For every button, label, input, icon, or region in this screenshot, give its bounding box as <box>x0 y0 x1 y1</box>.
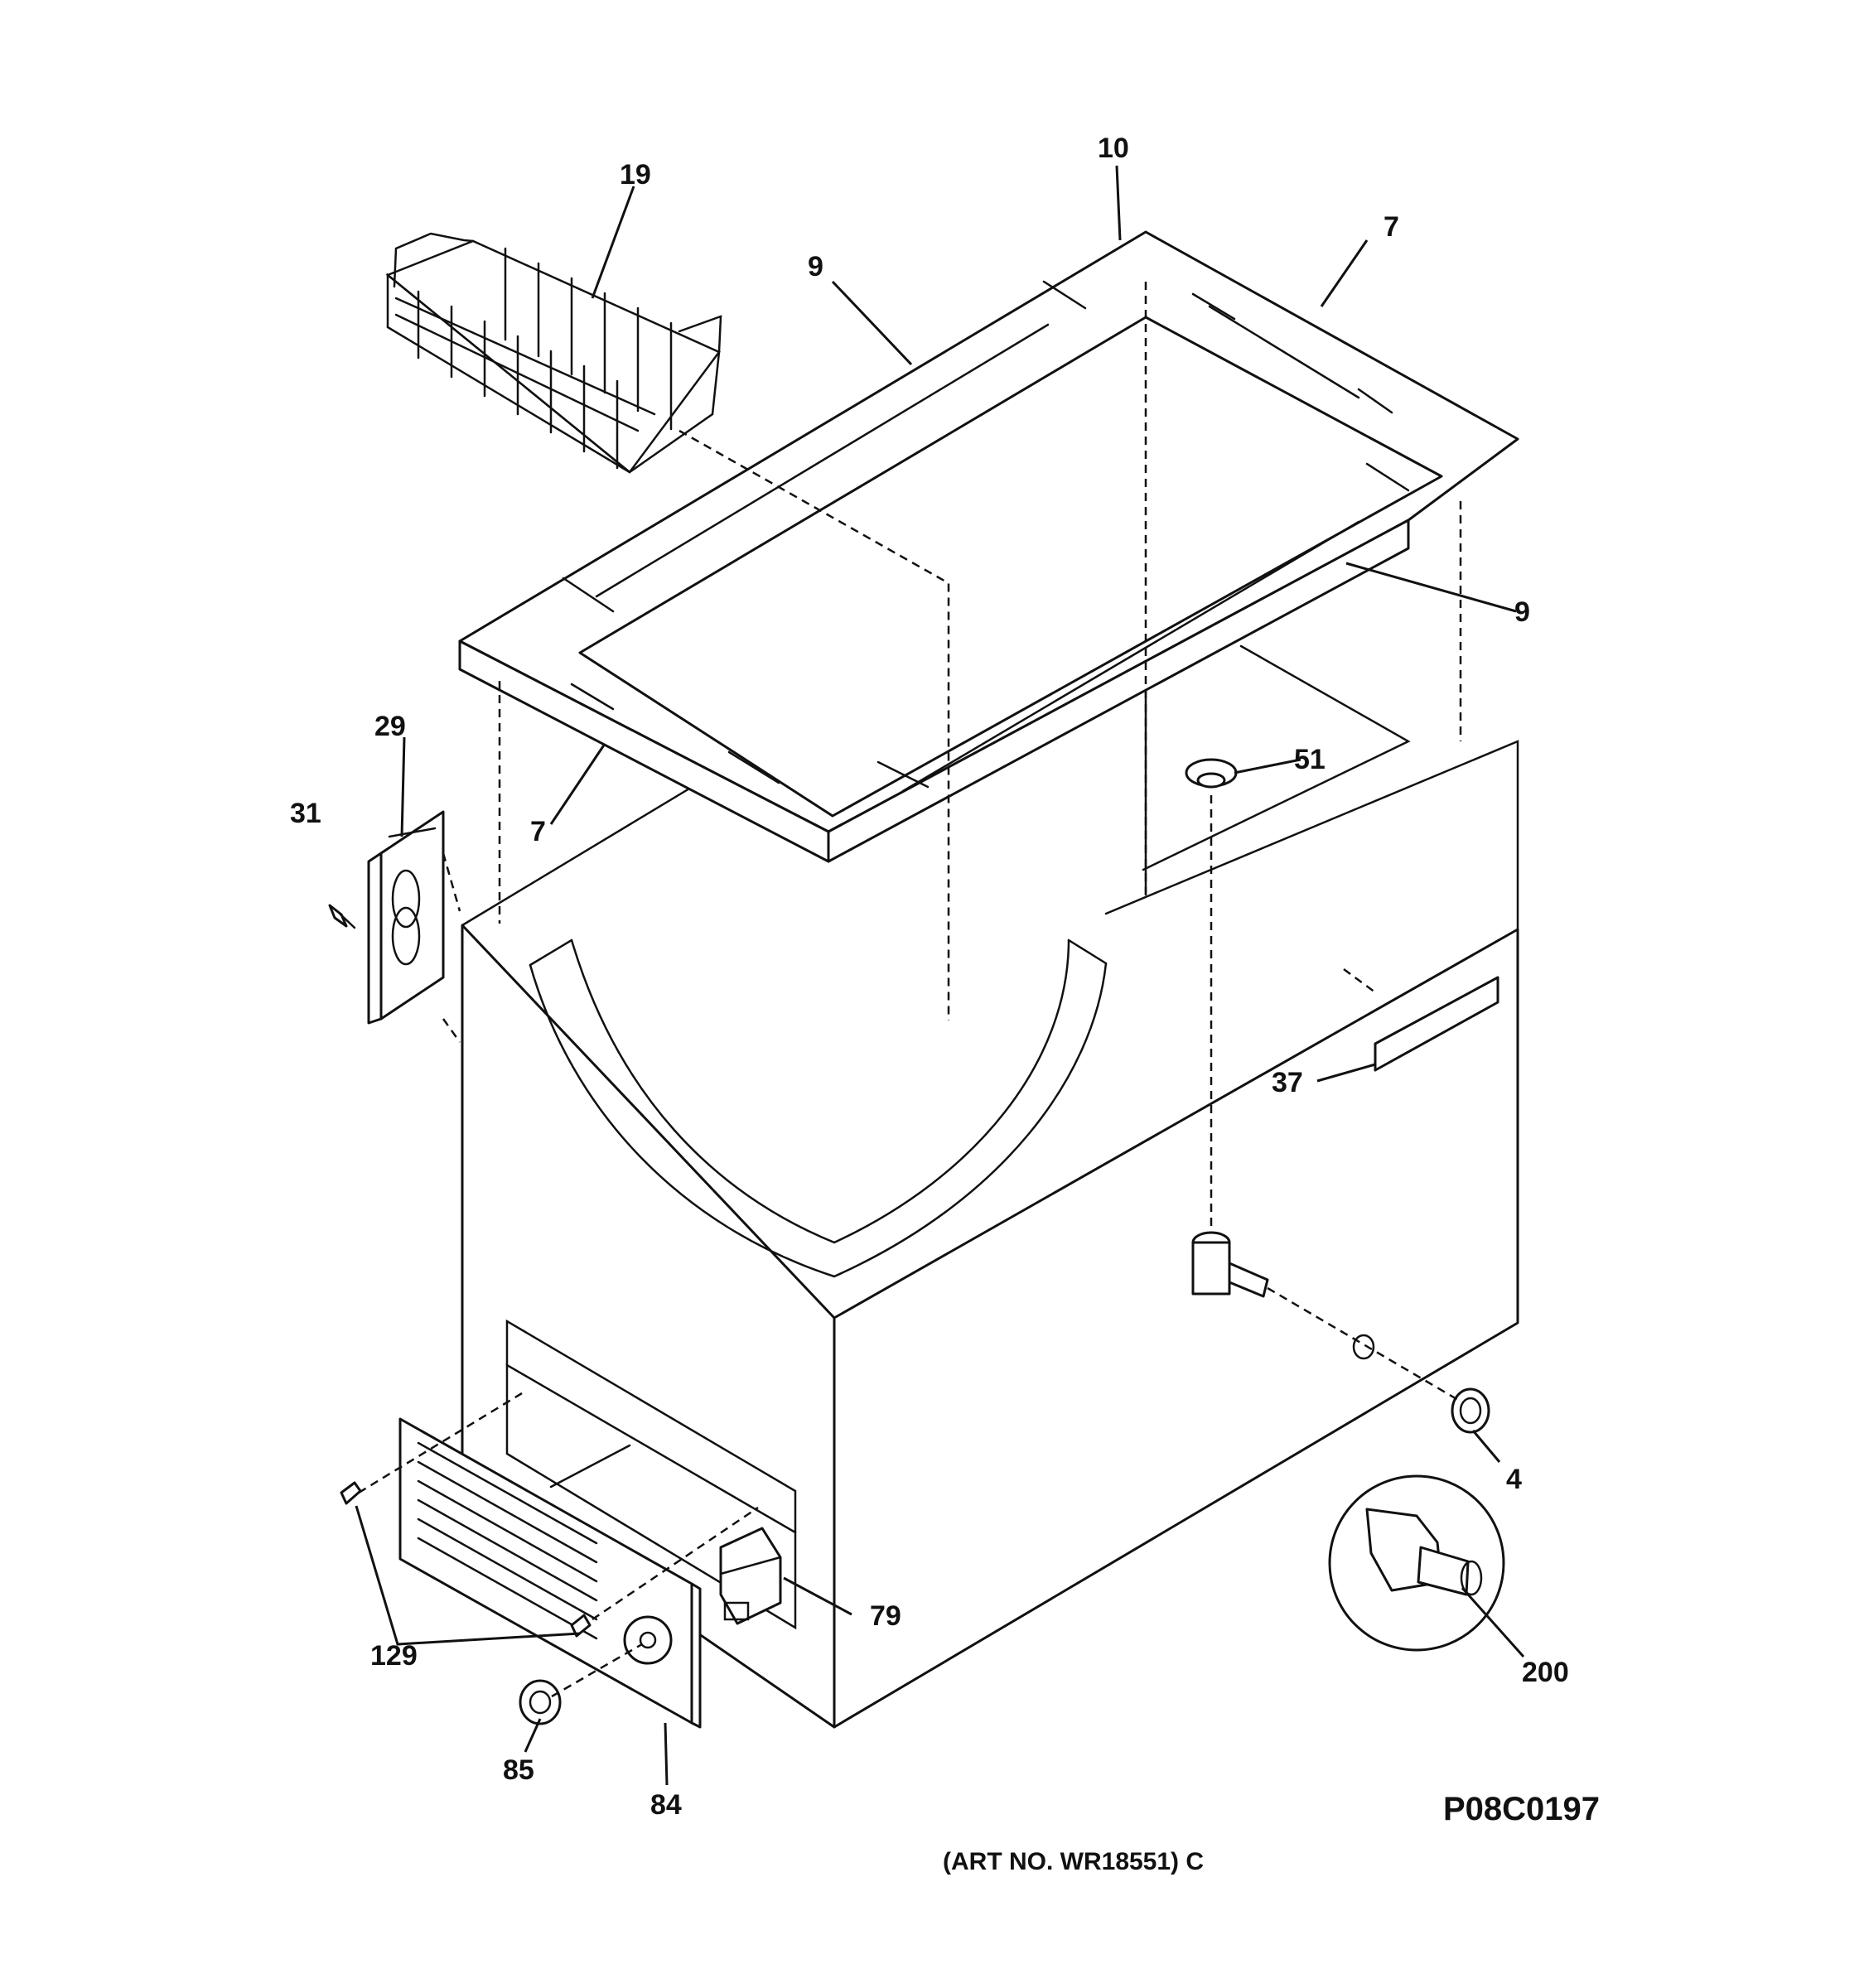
callout-200: 200 <box>1522 1657 1569 1688</box>
grille-screws <box>340 1481 592 1638</box>
leader-lines <box>355 165 1525 1786</box>
callout-31: 31 <box>290 798 321 829</box>
callout-7-top: 7 <box>1384 211 1399 243</box>
drain-gasket <box>1352 1334 1375 1360</box>
callout-51: 51 <box>1294 744 1326 775</box>
alignment-lines <box>358 282 1462 1698</box>
diagram-code: P08C0197 <box>1443 1791 1600 1827</box>
callout-85: 85 <box>503 1754 534 1786</box>
drain-tube <box>1191 1231 1269 1298</box>
art-number: (ART NO. WR18551) C <box>943 1848 1204 1875</box>
callout-84: 84 <box>650 1789 682 1821</box>
callout-129: 129 <box>370 1640 418 1672</box>
drain-cap <box>1451 1387 1490 1434</box>
front-grille <box>398 1417 702 1729</box>
callout-79: 79 <box>870 1600 901 1632</box>
callout-19: 19 <box>620 159 651 191</box>
callout-10: 10 <box>1098 133 1129 164</box>
lid-hinge <box>367 810 445 1025</box>
callout-7-left: 7 <box>530 816 546 847</box>
drain-plug <box>1185 758 1238 789</box>
lid-gasket-frame <box>458 230 1519 863</box>
callout-37: 37 <box>1272 1067 1303 1098</box>
grille-knob <box>519 1679 562 1725</box>
hinge-screw <box>328 904 356 929</box>
detail-circle <box>1328 1474 1505 1652</box>
rating-label <box>1374 976 1499 1072</box>
callout-9-right: 9 <box>1514 596 1530 628</box>
callout-9-top: 9 <box>808 251 823 282</box>
callout-4: 4 <box>1506 1464 1522 1495</box>
callout-29: 29 <box>374 711 406 742</box>
wire-basket <box>385 232 722 474</box>
power-switch <box>719 1527 782 1625</box>
callout-labels: 19 10 9 7 9 29 51 31 7 37 4 79 200 129 8… <box>290 133 1569 1821</box>
